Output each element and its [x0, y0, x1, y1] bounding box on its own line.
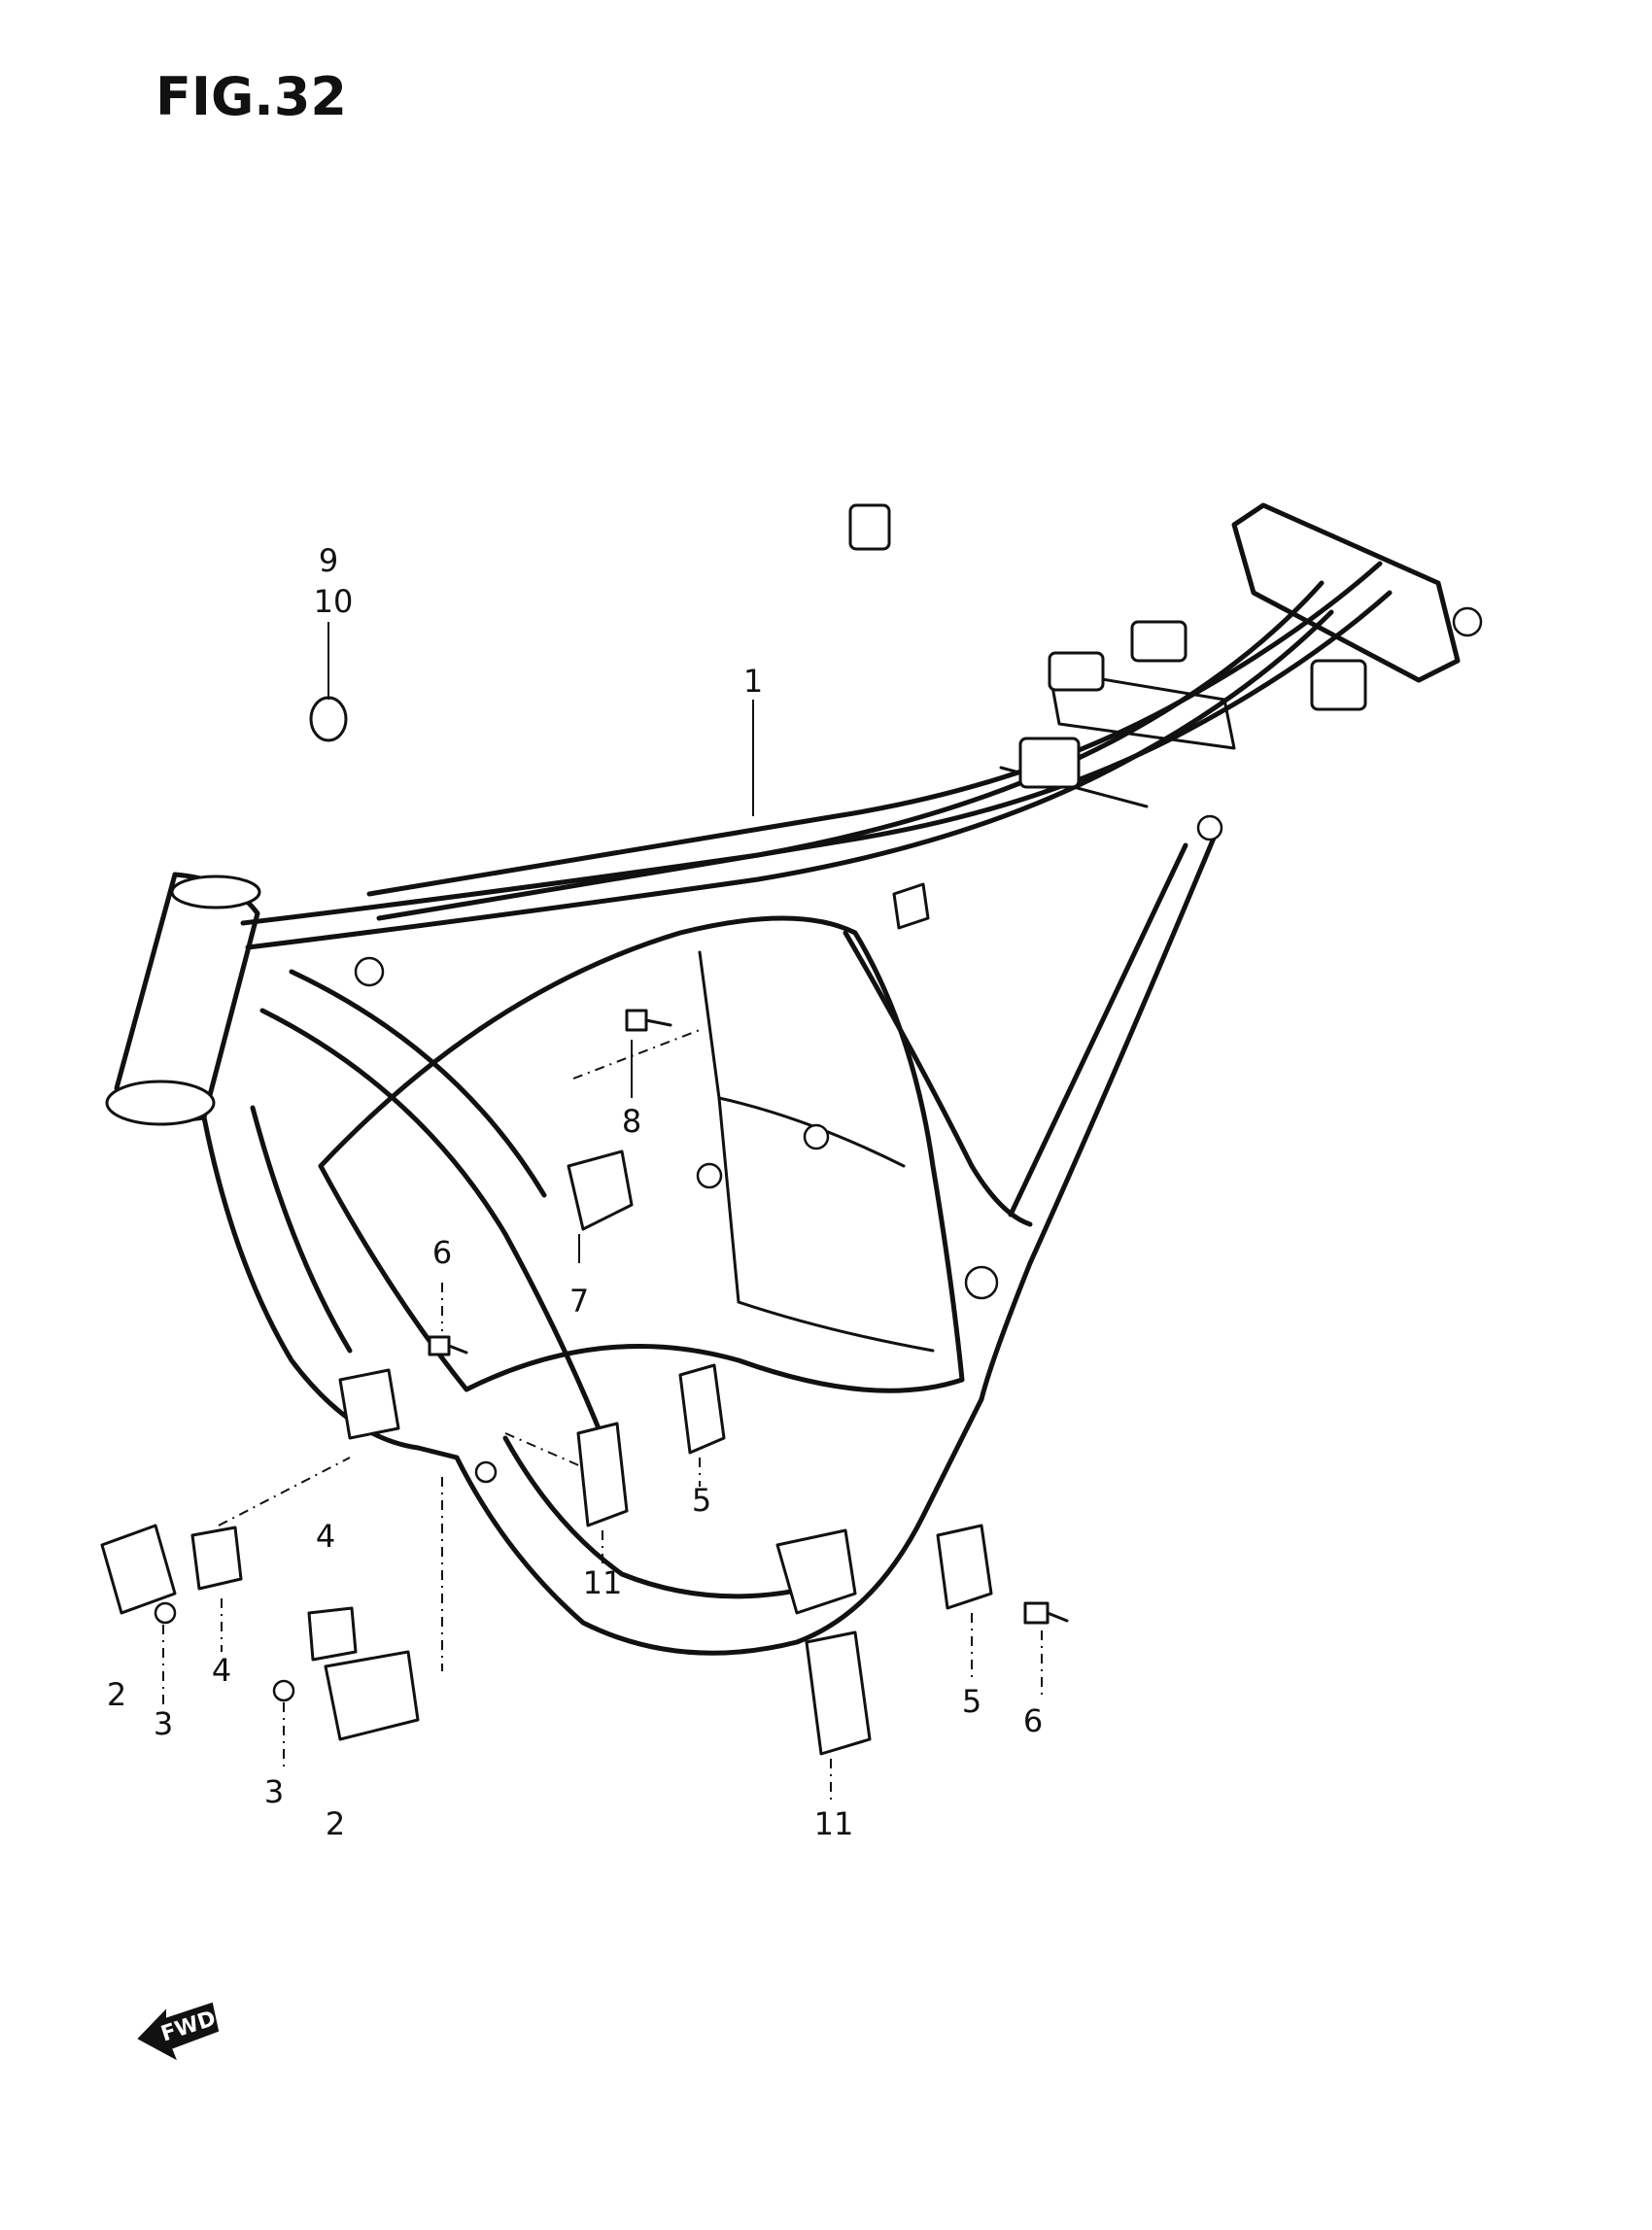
steering-head-top [170, 875, 261, 909]
bracket-tab [1310, 659, 1367, 711]
mount-hole [1452, 606, 1483, 637]
callout-10: 10 [314, 583, 354, 620]
callout-8: 8 [622, 1103, 641, 1140]
callout-2-lower: 2 [326, 1805, 345, 1842]
bolt-6-upper [428, 1335, 451, 1356]
callout-2-left: 2 [107, 1676, 126, 1713]
main-diagonal [259, 1008, 605, 1441]
rear-tail-loop [1231, 502, 1461, 683]
callout-labels: 9 10 1 8 7 6 5 11 4 4 2 3 3 2 11 5 6 [107, 542, 1043, 1842]
rear-crossmember [1048, 669, 1236, 750]
callout-6-lower: 6 [1023, 1702, 1043, 1739]
callout-4-center: 4 [316, 1518, 335, 1555]
assembly-line-7 [572, 1029, 701, 1080]
plate-11-lower [805, 1630, 872, 1756]
grommet-part [309, 696, 348, 742]
lower-cradle [454, 1396, 984, 1656]
down-tube-front-inner [250, 1105, 353, 1354]
mount-hole [696, 1162, 723, 1189]
assembly-line-11 [504, 1432, 584, 1468]
bracket-tab [1048, 651, 1105, 692]
top-spar-right-inner [376, 590, 1393, 921]
plate-11-upper [576, 1422, 629, 1527]
lower-cross [737, 1300, 935, 1353]
bracket-tab [1130, 620, 1187, 663]
plate-5-lower [936, 1524, 993, 1610]
callout-5-lower: 5 [962, 1683, 981, 1720]
bolt-8-shank [644, 1018, 672, 1027]
steering-head-bottom [105, 1080, 216, 1126]
top-spar-left-inner [245, 609, 1334, 950]
center-vertical [698, 950, 740, 1304]
frame-drawing [105, 502, 1483, 1656]
rear-down-tube-inner [1008, 842, 1188, 1218]
leader-lines [162, 622, 1043, 1802]
engine-bracket-2-left [100, 1524, 177, 1615]
bolt-6-lower [1023, 1601, 1050, 1625]
callout-1: 1 [743, 663, 763, 700]
callout-11-upper: 11 [583, 1564, 623, 1601]
mount-hole [803, 1123, 830, 1150]
bolt-3-left [154, 1601, 177, 1625]
engine-bracket-2-lower [324, 1650, 420, 1741]
main-diagonal-inner [289, 969, 547, 1198]
mount-hole [1196, 814, 1223, 841]
callout-9: 9 [319, 542, 338, 579]
down-tube-front [201, 1115, 460, 1460]
callout-11-lower: 11 [814, 1805, 854, 1842]
top-spar-right [366, 561, 1383, 897]
figure-title: FIG.32 [155, 66, 347, 127]
bolt-6-upper-shank [447, 1344, 468, 1355]
callout-3-lower: 3 [264, 1773, 284, 1810]
bracket-plate [892, 882, 930, 930]
bolt-6-lower-shank [1046, 1611, 1069, 1623]
top-spar-left [240, 580, 1325, 926]
mount-hole [474, 1460, 498, 1484]
stand-bracket [775, 1528, 857, 1615]
callout-4-left: 4 [212, 1652, 231, 1689]
bushing-4-center [307, 1606, 358, 1662]
assembly-line-bracket [218, 1457, 351, 1527]
callout-6-upper: 6 [432, 1234, 452, 1271]
engine-mount-front [338, 1368, 400, 1440]
rear-vertical-left [843, 930, 1033, 1227]
callout-7: 7 [569, 1283, 589, 1320]
center-cross [717, 1096, 906, 1168]
engine-bay-loop [318, 915, 965, 1393]
bracket-tab [848, 503, 891, 551]
forward-arrow: FWD [137, 2002, 220, 2061]
arrow-icon [137, 2002, 220, 2061]
bracket-tab [1018, 737, 1081, 789]
mount-hole [354, 956, 385, 987]
bolt-8 [625, 1009, 648, 1032]
lower-cradle-inner [502, 1435, 829, 1599]
callout-3-left: 3 [154, 1705, 173, 1742]
plate-7 [567, 1149, 634, 1231]
bolt-3-lower [272, 1679, 295, 1702]
mount-hole [964, 1265, 999, 1300]
plate-5-upper [678, 1363, 726, 1455]
bushing-4-left [190, 1526, 243, 1591]
rear-down-tube [979, 833, 1218, 1402]
callout-5-upper: 5 [692, 1482, 711, 1519]
